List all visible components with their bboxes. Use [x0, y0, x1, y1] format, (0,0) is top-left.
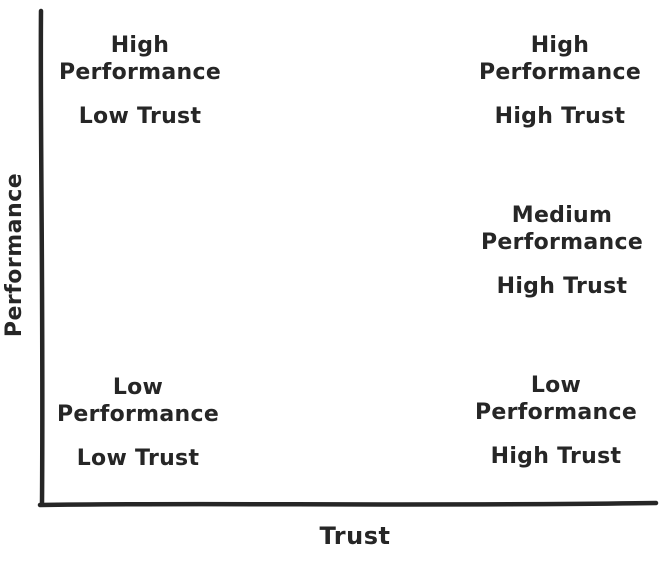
quadrant-high-performance-low-trust: High Performance Low Trust [30, 32, 250, 130]
x-axis-line [37, 500, 659, 508]
quadrant-high-performance-high-trust: High Performance High Trust [450, 32, 663, 130]
trust-label: High Trust [496, 274, 628, 299]
performance-label: Low Performance [56, 375, 220, 427]
performance-label: Low Performance [474, 373, 638, 425]
trust-label: High Trust [494, 104, 626, 129]
trust-label: Low Trust [76, 446, 200, 471]
performance-label: Medium Performance [480, 203, 644, 255]
trust-label: Low Trust [78, 104, 202, 129]
performance-label: High Performance [478, 33, 642, 85]
quadrant-low-performance-high-trust: Low Performance High Trust [446, 372, 663, 470]
performance-label: High Performance [58, 33, 222, 85]
y-axis-line [38, 8, 45, 507]
trust-label: High Trust [490, 444, 622, 469]
x-axis-label: Trust [319, 522, 391, 550]
quadrant-medium-performance-high-trust: Medium Performance High Trust [452, 202, 663, 300]
quadrant-low-performance-low-trust: Low Performance Low Trust [28, 374, 248, 472]
y-axis-label: Performance [2, 172, 27, 338]
